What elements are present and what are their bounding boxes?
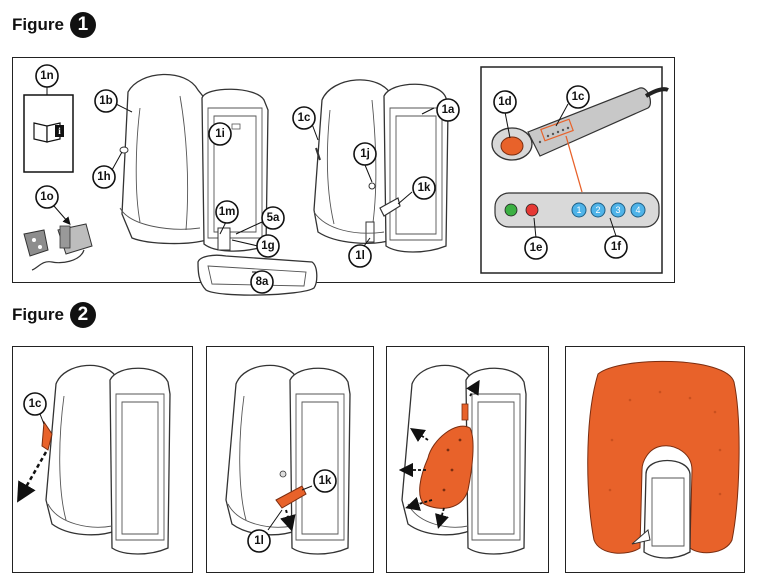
svg-text:1j: 1j [360,148,370,160]
svg-text:1h: 1h [97,171,110,183]
svg-text:1e: 1e [530,242,543,254]
svg-text:1l: 1l [254,535,264,547]
control-button-1[interactable]: 1 [571,202,587,218]
callout-1c-detail: 1c [566,85,590,109]
svg-text:i: i [58,126,61,136]
svg-text:8a: 8a [256,276,269,288]
callout-1f: 1f [604,235,628,259]
red-led [525,203,539,217]
svg-text:1n: 1n [40,70,53,82]
callout-1g: 1g [256,234,280,258]
callout-1b: 1b [94,89,118,113]
svg-text:1c: 1c [572,91,585,103]
manual-icon: i [23,94,74,173]
callout-8a: 8a [250,270,274,294]
callout-1l: 1l [348,244,372,268]
fig2-panel4-inflated-shell [587,360,740,559]
backpack-open-illustration [119,73,318,296]
remote-handle-illustration [491,87,669,193]
backpack-side-illustration [313,79,449,253]
charger-icon [23,223,93,271]
svg-text:1m: 1m [219,206,236,218]
callout-1k: 1k [412,176,436,200]
svg-text:1a: 1a [442,104,455,116]
callout-1n: 1n [35,64,59,88]
svg-text:1k: 1k [319,475,332,487]
svg-text:1g: 1g [261,240,274,252]
callout-1a: 1a [436,98,460,122]
figure-2-title: Figure [12,305,64,324]
control-button-4[interactable]: 4 [630,202,646,218]
svg-text:1b: 1b [99,95,112,107]
figure-1-number: 1 [69,12,96,38]
callout-fig2-1k: 1k [313,469,337,493]
callout-1c: 1c [292,106,316,130]
svg-text:1d: 1d [498,96,511,108]
callout-1h: 1h [92,165,116,189]
fig2-panel3-backpack [401,364,527,555]
callout-1i: 1i [208,122,232,146]
control-button-1-label: 1 [576,205,581,215]
figure-2-heading: Figure 2 [12,302,96,328]
control-button-4-label: 4 [635,205,640,215]
control-button-2[interactable]: 2 [590,202,606,218]
callout-1j: 1j [353,142,377,166]
svg-text:5a: 5a [267,212,280,224]
fig2-panel1-backpack [41,364,171,555]
callout-fig2-1l: 1l [247,529,271,553]
svg-text:1k: 1k [418,182,431,194]
green-led [504,203,518,217]
svg-text:1c: 1c [29,398,42,410]
control-button-2-label: 2 [595,205,600,215]
callout-5a: 5a [261,206,285,230]
figure-2-number: 2 [69,302,96,328]
control-button-3[interactable]: 3 [610,202,626,218]
callout-1o: 1o [35,185,59,209]
control-button-3-label: 3 [615,205,620,215]
control-panel: 1 2 3 4 [494,192,660,228]
callout-1d: 1d [493,90,517,114]
svg-text:1c: 1c [298,112,311,124]
callout-1m: 1m [215,200,239,224]
callout-1e: 1e [524,236,548,260]
fig2-panel2-backpack [225,364,351,555]
svg-text:1i: 1i [215,128,225,140]
svg-text:1l: 1l [355,250,365,262]
callout-fig2-1c: 1c [23,392,47,416]
svg-text:1f: 1f [611,241,621,253]
figure-1-title: Figure [12,15,64,34]
figure-1-heading: Figure 1 [12,12,96,38]
svg-text:1o: 1o [40,191,53,203]
